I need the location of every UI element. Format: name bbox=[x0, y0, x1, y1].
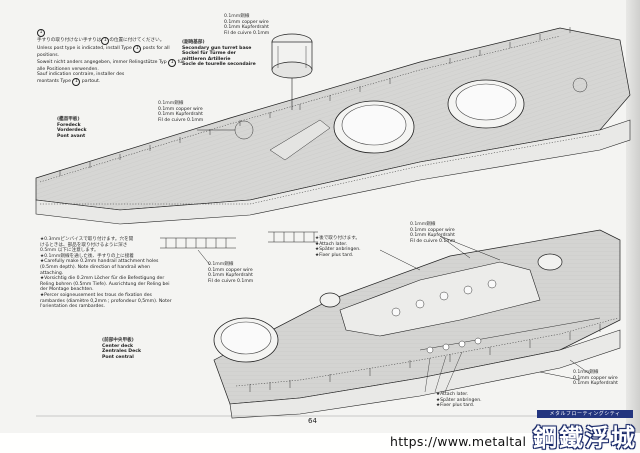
turret-barbette-rear bbox=[447, 79, 525, 129]
foredeck-stanchions bbox=[59, 27, 571, 176]
foredeck-rail-line bbox=[39, 35, 561, 183]
foredeck-drawing bbox=[35, 27, 631, 225]
foredeck-label: (艦首甲板) Foredeck Vorderdeck Pont avant bbox=[57, 117, 87, 139]
watermark-bar bbox=[0, 433, 640, 453]
logo-text: 鋼鐵浮城 bbox=[533, 423, 637, 452]
center-deck-stanchions bbox=[249, 324, 601, 392]
copper-wire-note-lower-mid: 0.1mm銅線 0.1mm copper wire 0.1mm Kupferdr… bbox=[410, 222, 456, 244]
watermark-url: https://www.metaltal bbox=[390, 434, 527, 449]
turret-base-label: (副砲基部) Secondary gun turret base Sockel … bbox=[182, 40, 256, 68]
secondary-gun-base bbox=[271, 33, 313, 110]
center-deck-label: (前部中央甲板) Center deck Zentrales Deck Pont… bbox=[102, 338, 142, 360]
site-logo: メタルフローティングシティ 鋼鐵浮城 bbox=[533, 410, 637, 452]
superstructure-outline bbox=[339, 261, 541, 337]
logo-banner: メタルフローティングシティ bbox=[537, 410, 633, 418]
page-edge-shadow bbox=[626, 0, 640, 453]
center-deck-drawing bbox=[213, 229, 621, 419]
attach-later-note: ★後で取り付けます。 ★Attach later. ★Später anbrin… bbox=[315, 236, 361, 258]
center-deck-rail bbox=[235, 317, 619, 387]
breakwater bbox=[269, 119, 331, 161]
turret-barbette-lower bbox=[213, 317, 279, 363]
foredeck-hull-side bbox=[35, 119, 631, 225]
secondary-turret-lower bbox=[319, 253, 563, 308]
leader-lines bbox=[424, 351, 463, 393]
step-number: 1 bbox=[37, 29, 45, 37]
bottom-deck-row bbox=[419, 317, 601, 354]
turret-barbette-front bbox=[333, 100, 415, 154]
copper-wire-note-lower-left: 0.1mm銅線 0.1mm copper wire 0.1mm Kupferdr… bbox=[208, 262, 254, 284]
detail-callout bbox=[572, 77, 588, 93]
page-number: 64 bbox=[308, 417, 317, 425]
handrail-detail bbox=[160, 231, 318, 266]
attach-later-note-bottom: ★Attach later. ★Später anbringen. ★Fixer… bbox=[436, 392, 482, 409]
copper-wire-note-top: 0.1mm銅線 0.1mm copper wire 0.1mm Kupferdr… bbox=[224, 14, 270, 36]
leader-lines bbox=[379, 235, 591, 381]
copper-wire-note-mid: 0.1mm銅線 0.1mm copper wire 0.1mm Kupferdr… bbox=[158, 101, 204, 123]
center-deck-hull-side bbox=[229, 329, 621, 419]
foredeck-rail-line bbox=[40, 133, 601, 205]
copper-wire-note-bottom-right: 0.1mm銅線 0.1mm copper wire 0.1mm Kupferdr… bbox=[573, 370, 618, 387]
handrail-note: ★0.3mmピンバイスで取り付けます。穴を開 けるときは、部品を取り付けるように… bbox=[40, 237, 172, 310]
